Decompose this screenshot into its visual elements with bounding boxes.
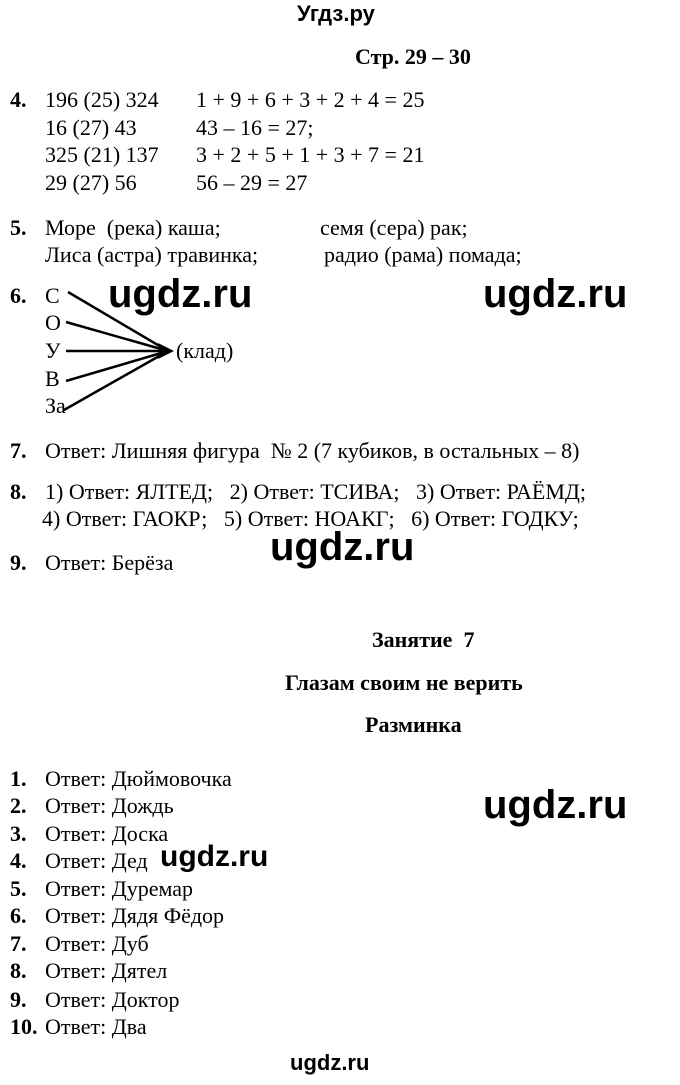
task-9-answer: Ответ: Берёза bbox=[45, 550, 174, 575]
result-word: (клад) bbox=[176, 338, 234, 363]
item-number: 2. bbox=[10, 793, 27, 818]
row-left: 196 (25) 324 bbox=[45, 87, 159, 112]
list-item: Ответ: Доктор bbox=[45, 987, 180, 1012]
task-number: 9. bbox=[10, 550, 27, 575]
watermark: ugdz.ru bbox=[290, 1050, 370, 1075]
arrowhead bbox=[158, 343, 174, 359]
row-right: радио (рама) помада; bbox=[324, 242, 522, 267]
row-left: 29 (27) 56 bbox=[45, 170, 137, 195]
arrow-line bbox=[63, 349, 169, 412]
task-8-row: 1) Ответ: ЯЛТЕД; 2) Ответ: ТСИВА; 3) Отв… bbox=[45, 479, 587, 504]
item-number: 9. bbox=[10, 987, 27, 1012]
watermark: ugdz.ru bbox=[483, 272, 628, 316]
site-header: Угдз.ру bbox=[297, 1, 375, 26]
task-number: 8. bbox=[10, 479, 27, 504]
letter: У bbox=[45, 338, 61, 363]
row-left: 16 (27) 43 bbox=[45, 115, 137, 140]
list-item: Ответ: Дюймовочка bbox=[45, 766, 232, 791]
item-number: 6. bbox=[10, 903, 27, 928]
letter: С bbox=[45, 283, 60, 308]
lesson-title: Занятие 7 bbox=[372, 627, 475, 652]
row-right: 1 + 9 + 6 + 3 + 2 + 4 = 25 bbox=[196, 87, 425, 112]
watermark: ugdz.ru bbox=[108, 272, 253, 316]
list-item: Ответ: Доска bbox=[45, 821, 169, 846]
letter: В bbox=[45, 366, 60, 391]
task-number: 7. bbox=[10, 438, 27, 463]
item-number: 7. bbox=[10, 931, 27, 956]
row-left: Море (река) каша; bbox=[45, 215, 221, 240]
arrow-line bbox=[65, 320, 169, 353]
letter: За bbox=[45, 393, 66, 418]
row-right: семя (сера) рак; bbox=[320, 215, 468, 240]
watermark: ugdz.ru bbox=[160, 840, 269, 873]
list-item: Ответ: Дуб bbox=[45, 931, 149, 956]
list-item: Ответ: Дуремар bbox=[45, 876, 194, 901]
row-left: Лиса (астра) травинка; bbox=[45, 242, 259, 267]
item-number: 5. bbox=[10, 876, 27, 901]
arrow-line bbox=[65, 349, 169, 383]
item-number: 1. bbox=[10, 766, 27, 791]
row-right: 3 + 2 + 5 + 1 + 3 + 7 = 21 bbox=[196, 142, 425, 167]
row-right: 43 – 16 = 27; bbox=[196, 115, 314, 140]
task-8-row: 4) Ответ: ГАОКР; 5) Ответ: НОАКГ; 6) Отв… bbox=[42, 506, 579, 531]
row-left: 325 (21) 137 bbox=[45, 142, 159, 167]
page-reference: Стр. 29 – 30 bbox=[355, 44, 471, 69]
watermark: ugdz.ru bbox=[483, 783, 628, 827]
watermark: ugdz.ru bbox=[270, 525, 415, 569]
section-title: Разминка bbox=[365, 712, 462, 737]
item-number: 3. bbox=[10, 821, 27, 846]
letter: О bbox=[45, 310, 61, 335]
task-number: 6. bbox=[10, 283, 27, 308]
list-item: Ответ: Дождь bbox=[45, 793, 174, 818]
item-number: 4. bbox=[10, 848, 27, 873]
item-number: 10. bbox=[10, 1014, 38, 1039]
row-right: 56 – 29 = 27 bbox=[196, 170, 308, 195]
task-number: 5. bbox=[10, 215, 27, 240]
list-item: Ответ: Два bbox=[45, 1014, 147, 1039]
arrow-line bbox=[67, 290, 169, 353]
task-number: 4. bbox=[10, 87, 27, 112]
task-7-answer: Ответ: Лишняя фигура № 2 (7 кубиков, в о… bbox=[45, 438, 580, 463]
lesson-subtitle: Глазам своим не верить bbox=[285, 670, 523, 695]
list-item: Ответ: Дед bbox=[45, 848, 148, 873]
list-item: Ответ: Дятел bbox=[45, 958, 168, 983]
list-item: Ответ: Дядя Фёдор bbox=[45, 903, 225, 928]
item-number: 8. bbox=[10, 958, 27, 983]
